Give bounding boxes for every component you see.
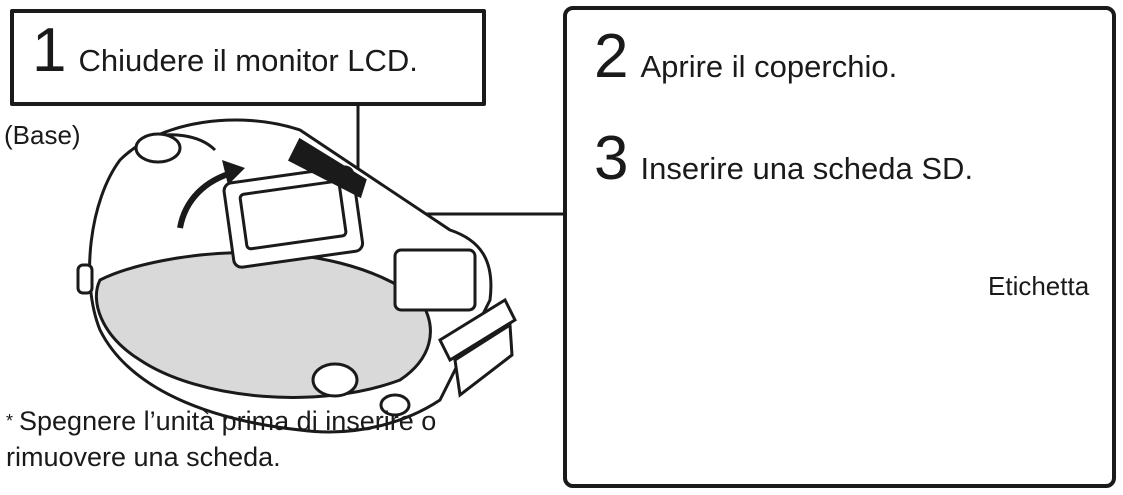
- step-2-text: Aprire il coperchio.: [640, 49, 898, 84]
- open-cover-arrow-icon: [177, 160, 245, 229]
- step-1-number: 1: [32, 16, 67, 85]
- camcorder-base-illustration: [76, 118, 517, 434]
- step-1-text: Chiudere il monitor LCD.: [78, 43, 418, 78]
- step1-box: [10, 9, 486, 106]
- footnote: *Spegnere l’unità prima di inserire o ri…: [6, 403, 436, 475]
- step-3-text: Inserire una scheda SD.: [640, 151, 974, 186]
- step-3: 3 Inserire una scheda SD.: [594, 128, 973, 190]
- footnote-marker: *: [6, 411, 14, 431]
- step2-3-box: [563, 6, 1116, 488]
- step-2-number: 2: [594, 22, 629, 91]
- base-label: (Base): [4, 120, 81, 150]
- step-2: 2 Aprire il coperchio.: [594, 26, 897, 88]
- label-callout: Etichetta: [988, 271, 1090, 301]
- step-3-number: 3: [594, 124, 629, 193]
- footnote-line-2: rimuovere una scheda.: [6, 442, 281, 472]
- step-1: 1 Chiudere il monitor LCD.: [32, 20, 418, 82]
- footnote-line-1: Spegnere l’unità prima di inserire o: [19, 406, 437, 436]
